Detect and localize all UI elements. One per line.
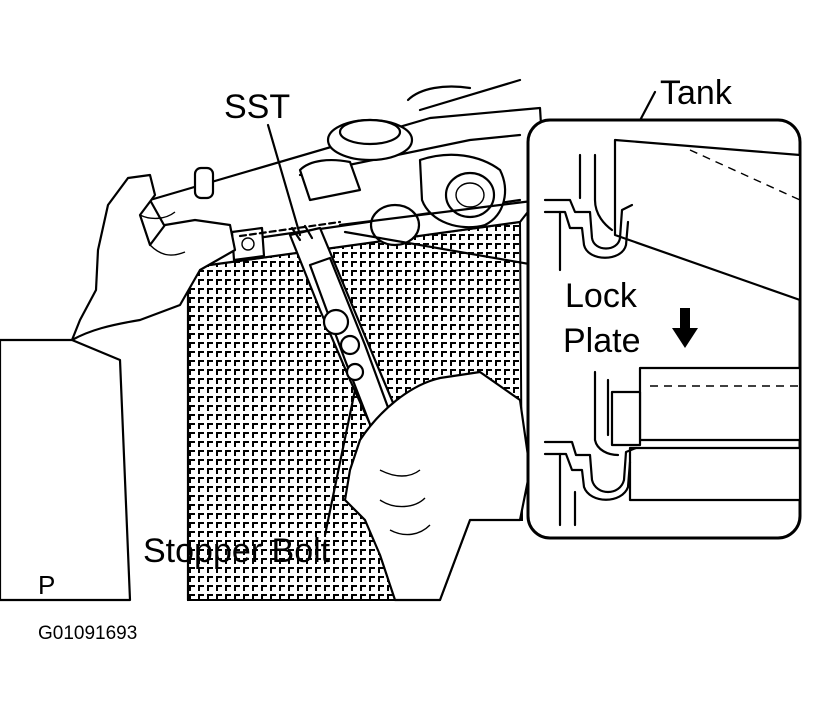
figure-code: G01091693 <box>38 623 137 644</box>
detail-inset <box>526 118 802 540</box>
pliers-pivot <box>322 308 350 336</box>
detail-after <box>543 366 802 527</box>
label-tank: Tank <box>660 74 733 112</box>
drain-nipple <box>193 166 215 200</box>
down-arrow-icon <box>672 308 698 348</box>
label-lock: Lock <box>565 277 638 315</box>
stopper-bolt <box>345 362 365 382</box>
callout-line-bottom <box>343 230 537 267</box>
label-stopper-bolt: Stopper Bolt <box>143 532 331 570</box>
stopper-bolt-leader <box>323 388 357 537</box>
right-hand <box>343 370 532 602</box>
label-plate: Plate <box>563 322 641 360</box>
mark-p: P <box>38 570 55 600</box>
sst-pliers <box>288 224 417 470</box>
label-sst: SST <box>224 88 290 126</box>
radiator-upper-tank <box>148 78 547 270</box>
sst-leader <box>266 123 302 237</box>
callout-line-top <box>338 198 542 227</box>
detail-before <box>543 138 802 302</box>
left-hand <box>0 173 237 602</box>
